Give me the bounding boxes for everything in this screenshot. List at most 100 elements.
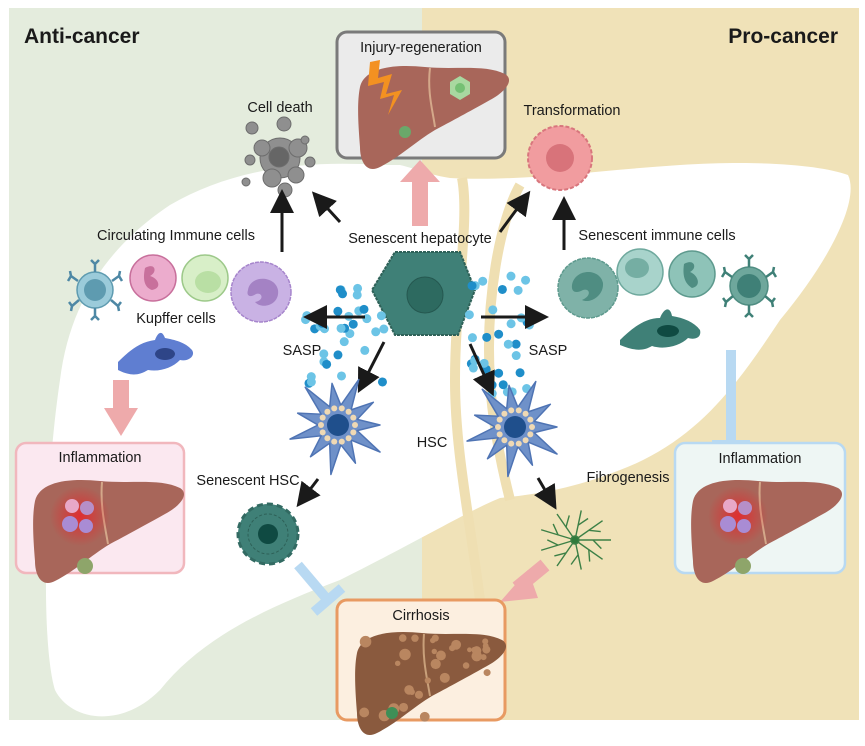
hsc-label: HSC bbox=[417, 435, 448, 451]
fibro-branch bbox=[546, 539, 559, 546]
arrow-to-hsc-left bbox=[357, 341, 386, 394]
sasp-dot bbox=[513, 285, 523, 295]
inflamed-liver-icon bbox=[691, 480, 843, 584]
inflammation-title-left: Inflammation bbox=[58, 450, 141, 466]
fibro-branch bbox=[574, 520, 603, 541]
pro-cancer-title: Pro-cancer bbox=[728, 25, 838, 48]
lymphocyte-icon bbox=[181, 254, 229, 302]
sasp-dot bbox=[511, 351, 521, 361]
lipid-droplet bbox=[324, 435, 331, 442]
cell-death-label: Cell death bbox=[247, 100, 312, 116]
fibro-branch bbox=[552, 523, 559, 536]
fibro-branch bbox=[540, 539, 576, 551]
sasp-dot bbox=[379, 324, 389, 334]
cirrhosis-box: Cirrhosis bbox=[335, 598, 507, 736]
sasp-dot bbox=[339, 337, 349, 347]
lipid-droplet bbox=[350, 414, 357, 421]
senescent-neutrophil-icon bbox=[668, 250, 716, 298]
sasp-dot bbox=[506, 319, 516, 329]
nodule bbox=[399, 648, 411, 661]
lipid-droplet bbox=[318, 422, 324, 428]
fibro-branch bbox=[554, 552, 567, 557]
nodule bbox=[462, 662, 470, 669]
sasp-dot bbox=[319, 349, 329, 359]
lipid-droplet bbox=[522, 410, 529, 417]
inflammation-box-left: Inflammation bbox=[14, 441, 186, 584]
nodule bbox=[482, 638, 489, 645]
fibro-branch bbox=[592, 539, 602, 550]
sasp-dot bbox=[337, 371, 347, 381]
sasp-dot bbox=[376, 311, 386, 321]
dying-cell-icon bbox=[241, 116, 316, 198]
sasp-dot bbox=[521, 275, 531, 285]
circulating-immune-cells-label: Circulating Immune cells bbox=[97, 228, 255, 244]
activated-hsc-icon bbox=[540, 510, 611, 570]
sasp-left-label: SASP bbox=[283, 343, 322, 359]
fibro-branch bbox=[565, 515, 570, 528]
lipid-droplet bbox=[515, 407, 522, 414]
senescent-hsc-icon bbox=[236, 502, 300, 566]
nodule bbox=[398, 634, 407, 642]
inflammation-title-right: Inflammation bbox=[718, 451, 801, 467]
nodule bbox=[359, 707, 370, 718]
senescent-hsc-label: Senescent HSC bbox=[196, 473, 299, 489]
sasp-dot bbox=[301, 315, 311, 325]
sasp-dot bbox=[338, 289, 348, 299]
lipid-droplet bbox=[345, 435, 352, 442]
inflammation-box-right: Inflammation bbox=[673, 441, 847, 584]
lipid-droplet bbox=[352, 422, 358, 428]
nodule bbox=[394, 660, 401, 667]
sasp-dot bbox=[524, 320, 534, 330]
promote-arrow bbox=[104, 380, 138, 436]
nodule bbox=[359, 635, 372, 648]
sasp-dot bbox=[482, 332, 492, 342]
sasp-dot bbox=[336, 323, 346, 333]
sasp-dot bbox=[498, 380, 508, 390]
fibro-branch bbox=[577, 517, 589, 526]
lipid-droplet bbox=[331, 405, 338, 412]
senescent-hepatocyte-icon bbox=[370, 251, 477, 336]
lipid-droplet bbox=[508, 407, 515, 414]
lipid-droplet bbox=[527, 431, 534, 438]
sasp-dot bbox=[515, 368, 525, 378]
sasp-dot bbox=[353, 283, 363, 293]
lipid-droplet bbox=[324, 408, 331, 415]
lightning-icon bbox=[368, 60, 402, 115]
sasp-dot bbox=[306, 377, 316, 387]
lipid-droplet bbox=[495, 424, 501, 430]
lipid-droplet bbox=[522, 437, 529, 444]
arrow-to-senescent-hsc bbox=[296, 478, 321, 508]
senescent-lymphocyte-icon bbox=[616, 248, 664, 296]
hsc-icon bbox=[289, 378, 381, 476]
lipid-droplet bbox=[319, 429, 326, 436]
anti-cancer-title: Anti-cancer bbox=[24, 25, 140, 48]
lipid-droplet bbox=[529, 424, 535, 430]
sasp-dot bbox=[352, 290, 362, 300]
lipid-droplet bbox=[515, 440, 522, 447]
sasp-dot bbox=[503, 339, 513, 349]
sasp-dot bbox=[467, 281, 477, 291]
sasp-dot bbox=[371, 327, 381, 337]
sasp-dot bbox=[348, 319, 358, 329]
vessel-strip bbox=[449, 177, 485, 601]
arrow-to-cell-death bbox=[311, 191, 342, 224]
sasp-dot bbox=[488, 305, 498, 315]
promote-arrow bbox=[400, 160, 440, 226]
fibro-nucleus bbox=[570, 535, 580, 545]
lipid-droplet bbox=[501, 410, 508, 417]
nodule bbox=[431, 648, 437, 655]
sasp-dot bbox=[322, 359, 332, 369]
lipid-droplet bbox=[501, 437, 508, 444]
cirrhosis-title: Cirrhosis bbox=[392, 608, 449, 624]
nodule bbox=[414, 690, 424, 699]
sasp-dot bbox=[359, 304, 369, 314]
hsc-nucleus bbox=[504, 416, 526, 438]
nodule bbox=[482, 645, 491, 654]
nodule bbox=[404, 685, 414, 695]
senescent-immune-cells-label: Senescent immune cells bbox=[578, 228, 735, 244]
injury-regeneration-title: Injury-regeneration bbox=[360, 40, 482, 56]
nodule bbox=[419, 711, 430, 722]
promote-arrow bbox=[500, 559, 550, 602]
kupffer-cells-label: Kupffer cells bbox=[136, 311, 216, 327]
